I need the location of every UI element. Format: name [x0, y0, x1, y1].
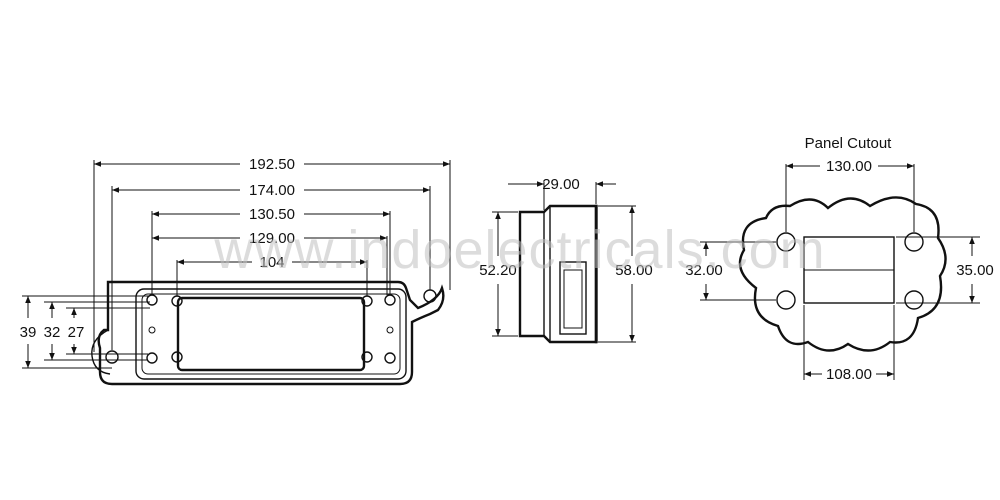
dim-overall-height: 39 [20, 324, 37, 341]
dim-opening-length: 104 [259, 254, 284, 271]
side-flange [594, 204, 598, 344]
dim-fixing-distance: 129.00 [249, 230, 295, 247]
opening [176, 296, 366, 372]
dim-body-length: 130.50 [249, 206, 295, 223]
side-latch [559, 261, 587, 335]
panel-cutout-view: Panel Cutout 130.00 32.00 [685, 135, 994, 383]
right-mounting-hole [423, 289, 437, 303]
front-extension-lines [93, 160, 451, 352]
housing-outline [97, 280, 445, 386]
dim-flange-height: 58.00 [615, 262, 653, 279]
cutout-outline [738, 196, 947, 352]
dim-cutout-width: 108.00 [826, 366, 872, 383]
front-view: 192.50 174.00 130.50 129.00 104 39 32 [20, 156, 451, 386]
housing-inner-rim [141, 293, 401, 375]
fixing-screws [146, 294, 396, 364]
left-mounting-hole [105, 350, 119, 364]
dim-side-body-height: 52.20 [479, 262, 517, 279]
left-mounting-ear [91, 329, 111, 375]
panel-cutout-title: Panel Cutout [805, 135, 893, 152]
dim-mount-hole-distance: 174.00 [249, 182, 295, 199]
housing-body [135, 288, 407, 380]
dim-overall-length: 192.50 [249, 156, 295, 173]
front-vertical-extensions [22, 295, 150, 369]
cutout-holes [776, 232, 924, 310]
dim-opening-height: 27 [68, 324, 85, 341]
dim-depth: 29.00 [542, 176, 580, 193]
dim-cutout-height: 35.00 [956, 262, 994, 279]
cutout-extension-lines [700, 164, 980, 380]
dim-hole-spacing-x: 130.00 [826, 158, 872, 175]
watermark: www.indoelectricals.com [213, 220, 825, 280]
dim-body-height: 32 [44, 324, 61, 341]
dim-hole-spacing-y: 32.00 [685, 262, 723, 279]
side-view: 29.00 52.20 58.00 [479, 176, 653, 344]
